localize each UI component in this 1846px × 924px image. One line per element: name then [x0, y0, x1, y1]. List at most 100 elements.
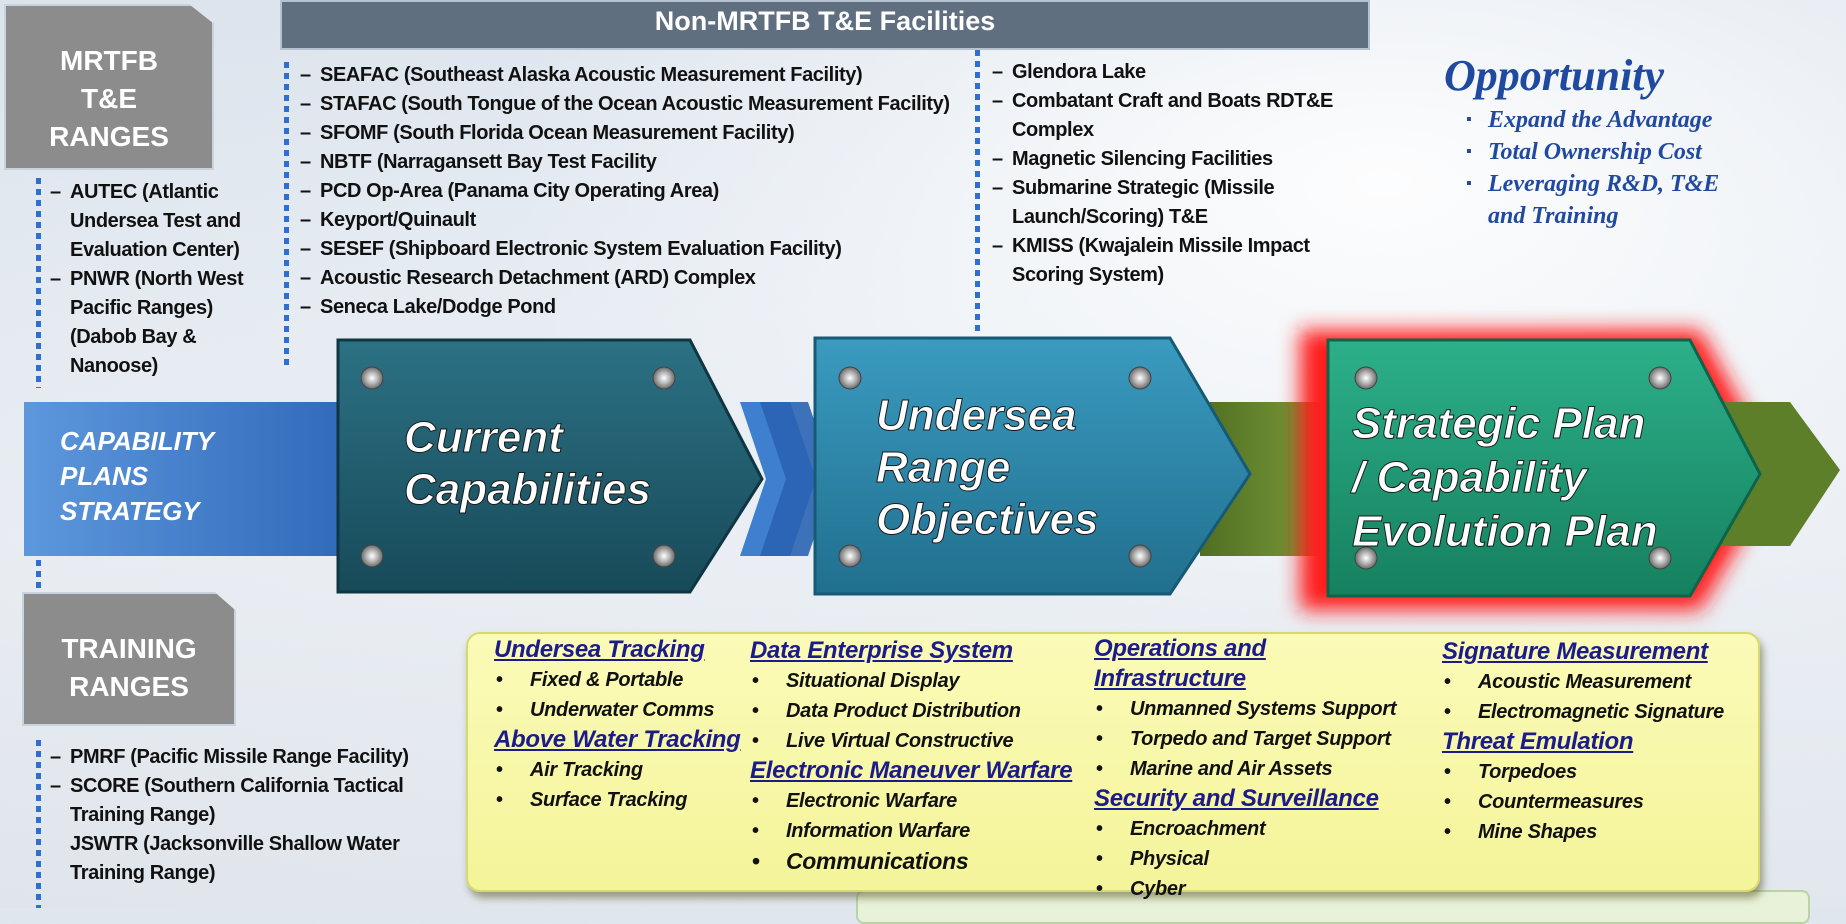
- training-tab-line: TRAINING: [61, 633, 197, 664]
- list-item: Evaluation Center): [70, 239, 240, 261]
- category-item: Fixed & Portable: [494, 665, 744, 695]
- category-item: Torpedoes: [1442, 757, 1742, 787]
- box-title: Strategic Plan: [1352, 399, 1645, 448]
- category-item: Marine and Air Assets: [1094, 754, 1424, 784]
- operations-group: Operations and Infrastructure Unmanned S…: [1094, 634, 1424, 904]
- list-item: Submarine Strategic (Missile: [990, 174, 1390, 203]
- category-item: Electromagnetic Signature: [1442, 697, 1742, 727]
- category-heading: Undersea Tracking: [494, 636, 705, 663]
- training-ranges-tab: TRAINING RANGES: [22, 592, 236, 726]
- list-item: Nanoose): [70, 355, 158, 377]
- list-item: Training Range): [70, 804, 216, 826]
- bolt-icon: [838, 544, 862, 568]
- dotted-connector: [284, 62, 289, 366]
- bolt-icon: [360, 366, 384, 390]
- list-item: PMRF (Pacific Missile Range Facility): [48, 743, 448, 772]
- bolt-icon: [1128, 366, 1152, 390]
- list-item: SEAFAC (Southeast Alaska Acoustic Measur…: [298, 61, 978, 90]
- box-title: Objectives: [876, 495, 1099, 544]
- list-item: SESEF (Shipboard Electronic System Evalu…: [298, 235, 978, 264]
- mrtfb-tab-line: RANGES: [49, 121, 169, 152]
- category-item: Communications: [750, 846, 1080, 876]
- capability-band: [24, 402, 360, 556]
- category-heading: Data Enterprise System: [750, 637, 1013, 664]
- signature-group: Signature Measurement Acoustic Measureme…: [1442, 637, 1742, 847]
- bolt-icon: [1354, 366, 1378, 390]
- opportunity-item-continued: and Training: [1488, 203, 1619, 229]
- band-label: CAPABILITY: [60, 426, 217, 456]
- list-item: Combatant Craft and Boats RDT&E: [990, 87, 1390, 116]
- mrtfb-tab: MRTFB T&E RANGES: [4, 4, 214, 170]
- list-item: Acoustic Research Detachment (ARD) Compl…: [298, 264, 978, 293]
- box-title: Undersea: [876, 391, 1077, 440]
- category-heading: Electronic Maneuver Warfare: [750, 757, 1073, 784]
- list-item: Magnetic Silencing Facilities: [990, 145, 1390, 174]
- list-item: KMISS (Kwajalein Missile Impact: [990, 232, 1390, 261]
- category-item: Physical: [1094, 844, 1424, 874]
- strategic-plan-box: [1326, 338, 1762, 598]
- opportunity-item: Total Ownership Cost: [1466, 136, 1719, 168]
- bolt-icon: [652, 544, 676, 568]
- non-mrtfb-list-1: SEAFAC (Southeast Alaska Acoustic Measur…: [298, 61, 978, 322]
- undersea-tracking-group: Undersea Tracking Fixed & Portable Under…: [494, 635, 744, 815]
- bolt-icon: [360, 544, 384, 568]
- band-label: PLANS: [60, 461, 149, 491]
- list-item: Seneca Lake/Dodge Pond: [298, 293, 978, 322]
- list-item: Complex: [1012, 119, 1094, 141]
- box-title: / Capability: [1350, 453, 1589, 502]
- mrtfb-tab-line: T&E: [81, 83, 137, 114]
- category-item: Mine Shapes: [1442, 817, 1742, 847]
- category-item: Torpedo and Target Support: [1094, 724, 1424, 754]
- data-enterprise-group: Data Enterprise System Situational Displ…: [750, 636, 1080, 876]
- opportunity-title: Opportunity: [1444, 51, 1665, 100]
- mrtfb-tab-line: MRTFB: [60, 45, 158, 76]
- category-item: Information Warfare: [750, 816, 1080, 846]
- bolt-icon: [652, 366, 676, 390]
- list-item: Training Range): [70, 862, 216, 884]
- box-title: Current: [404, 413, 565, 462]
- category-item: Countermeasures: [1442, 787, 1742, 817]
- non-mrtfb-list-2: Glendora Lake Combatant Craft and Boats …: [990, 58, 1390, 290]
- bolt-icon: [1648, 546, 1672, 570]
- training-tab-line: RANGES: [69, 671, 189, 702]
- dotted-connector: [36, 740, 41, 908]
- list-item: Undersea Test and: [70, 210, 241, 232]
- category-heading: Signature Measurement: [1442, 638, 1708, 665]
- list-item: STAFAC (South Tongue of the Ocean Acoust…: [298, 90, 978, 119]
- bolt-icon: [1648, 366, 1672, 390]
- list-item: JSWTR (Jacksonville Shallow Water: [70, 833, 400, 855]
- category-item: Air Tracking: [494, 755, 744, 785]
- dotted-connector: [36, 178, 41, 388]
- box-title: Range: [876, 443, 1010, 492]
- category-item: Surface Tracking: [494, 785, 744, 815]
- list-item: Pacific Ranges): [70, 297, 213, 319]
- list-item: Keyport/Quinault: [298, 206, 978, 235]
- category-item: Situational Display: [750, 666, 1080, 696]
- opportunity-item: Expand the Advantage: [1466, 104, 1719, 136]
- list-item: Scoring System): [1012, 264, 1164, 286]
- dotted-connector: [36, 560, 41, 592]
- undersea-range-objectives-box: [813, 336, 1252, 596]
- box-title: Evolution Plan: [1352, 507, 1658, 556]
- category-heading: Above Water Tracking: [494, 726, 741, 753]
- category-heading: Operations and Infrastructure: [1094, 635, 1266, 692]
- category-item: Live Virtual Constructive: [750, 726, 1080, 756]
- opportunity-list: Expand the Advantage Total Ownership Cos…: [1466, 104, 1719, 232]
- list-item: Launch/Scoring) T&E: [1012, 206, 1208, 228]
- category-item: Encroachment: [1094, 814, 1424, 844]
- list-item: SCORE (Southern California Tactical: [48, 772, 448, 801]
- band-label: STRATEGY: [60, 496, 202, 526]
- list-item: PNWR (North West: [48, 265, 268, 294]
- list-item: SFOMF (South Florida Ocean Measurement F…: [298, 119, 978, 148]
- training-range-list: PMRF (Pacific Missile Range Facility) SC…: [48, 743, 448, 888]
- category-item: Cyber: [1094, 874, 1424, 904]
- category-item: Data Product Distribution: [750, 696, 1080, 726]
- opportunity-item: Leveraging R&D, T&E: [1466, 168, 1719, 200]
- category-item: Underwater Comms: [494, 695, 744, 725]
- mrtfb-range-list: AUTEC (Atlantic Undersea Test and Evalua…: [48, 178, 268, 381]
- category-item: Electronic Warfare: [750, 786, 1080, 816]
- list-item: PCD Op-Area (Panama City Operating Area): [298, 177, 978, 206]
- list-item: NBTF (Narragansett Bay Test Facility: [298, 148, 978, 177]
- current-capabilities-box: [336, 338, 764, 594]
